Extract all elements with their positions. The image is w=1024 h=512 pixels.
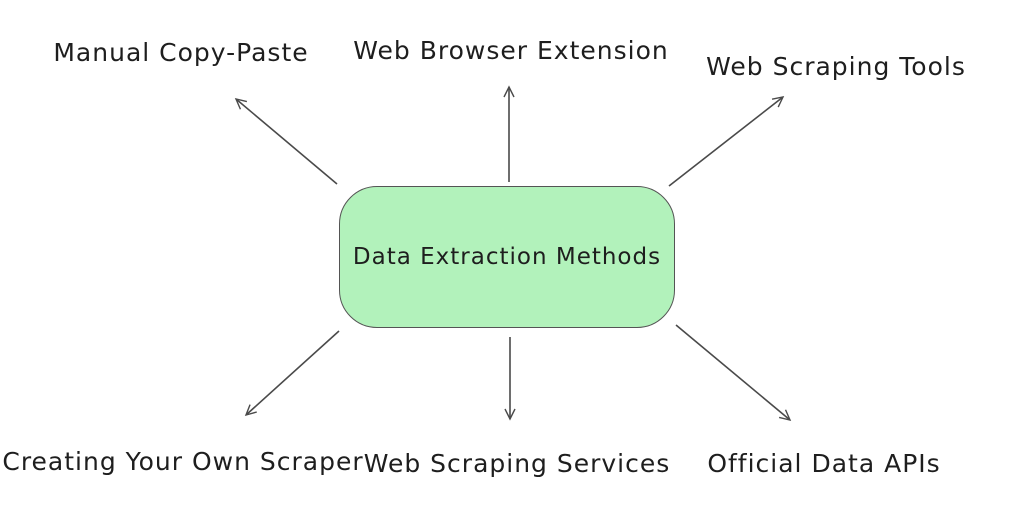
arrow-to-creating-your-own-scraper (244, 330, 340, 417)
node-manual-copy-paste: Manual Copy-Paste (53, 38, 309, 67)
node-web-scraping-tools: Web Scraping Tools (706, 52, 966, 81)
arrow-to-official-data-apis (675, 324, 792, 422)
arrow-to-manual-copy-paste (234, 97, 338, 185)
node-creating-your-own-scraper: Creating Your Own Scraper (2, 447, 364, 476)
center-node: Data Extraction Methods (339, 186, 675, 328)
node-web-browser-extension: Web Browser Extension (353, 36, 669, 65)
node-official-data-apis: Official Data APIs (707, 449, 941, 478)
arrow-to-web-scraping-tools (668, 96, 785, 187)
node-web-scraping-services: Web Scraping Services (363, 449, 671, 478)
center-node-label: Data Extraction Methods (352, 244, 662, 270)
